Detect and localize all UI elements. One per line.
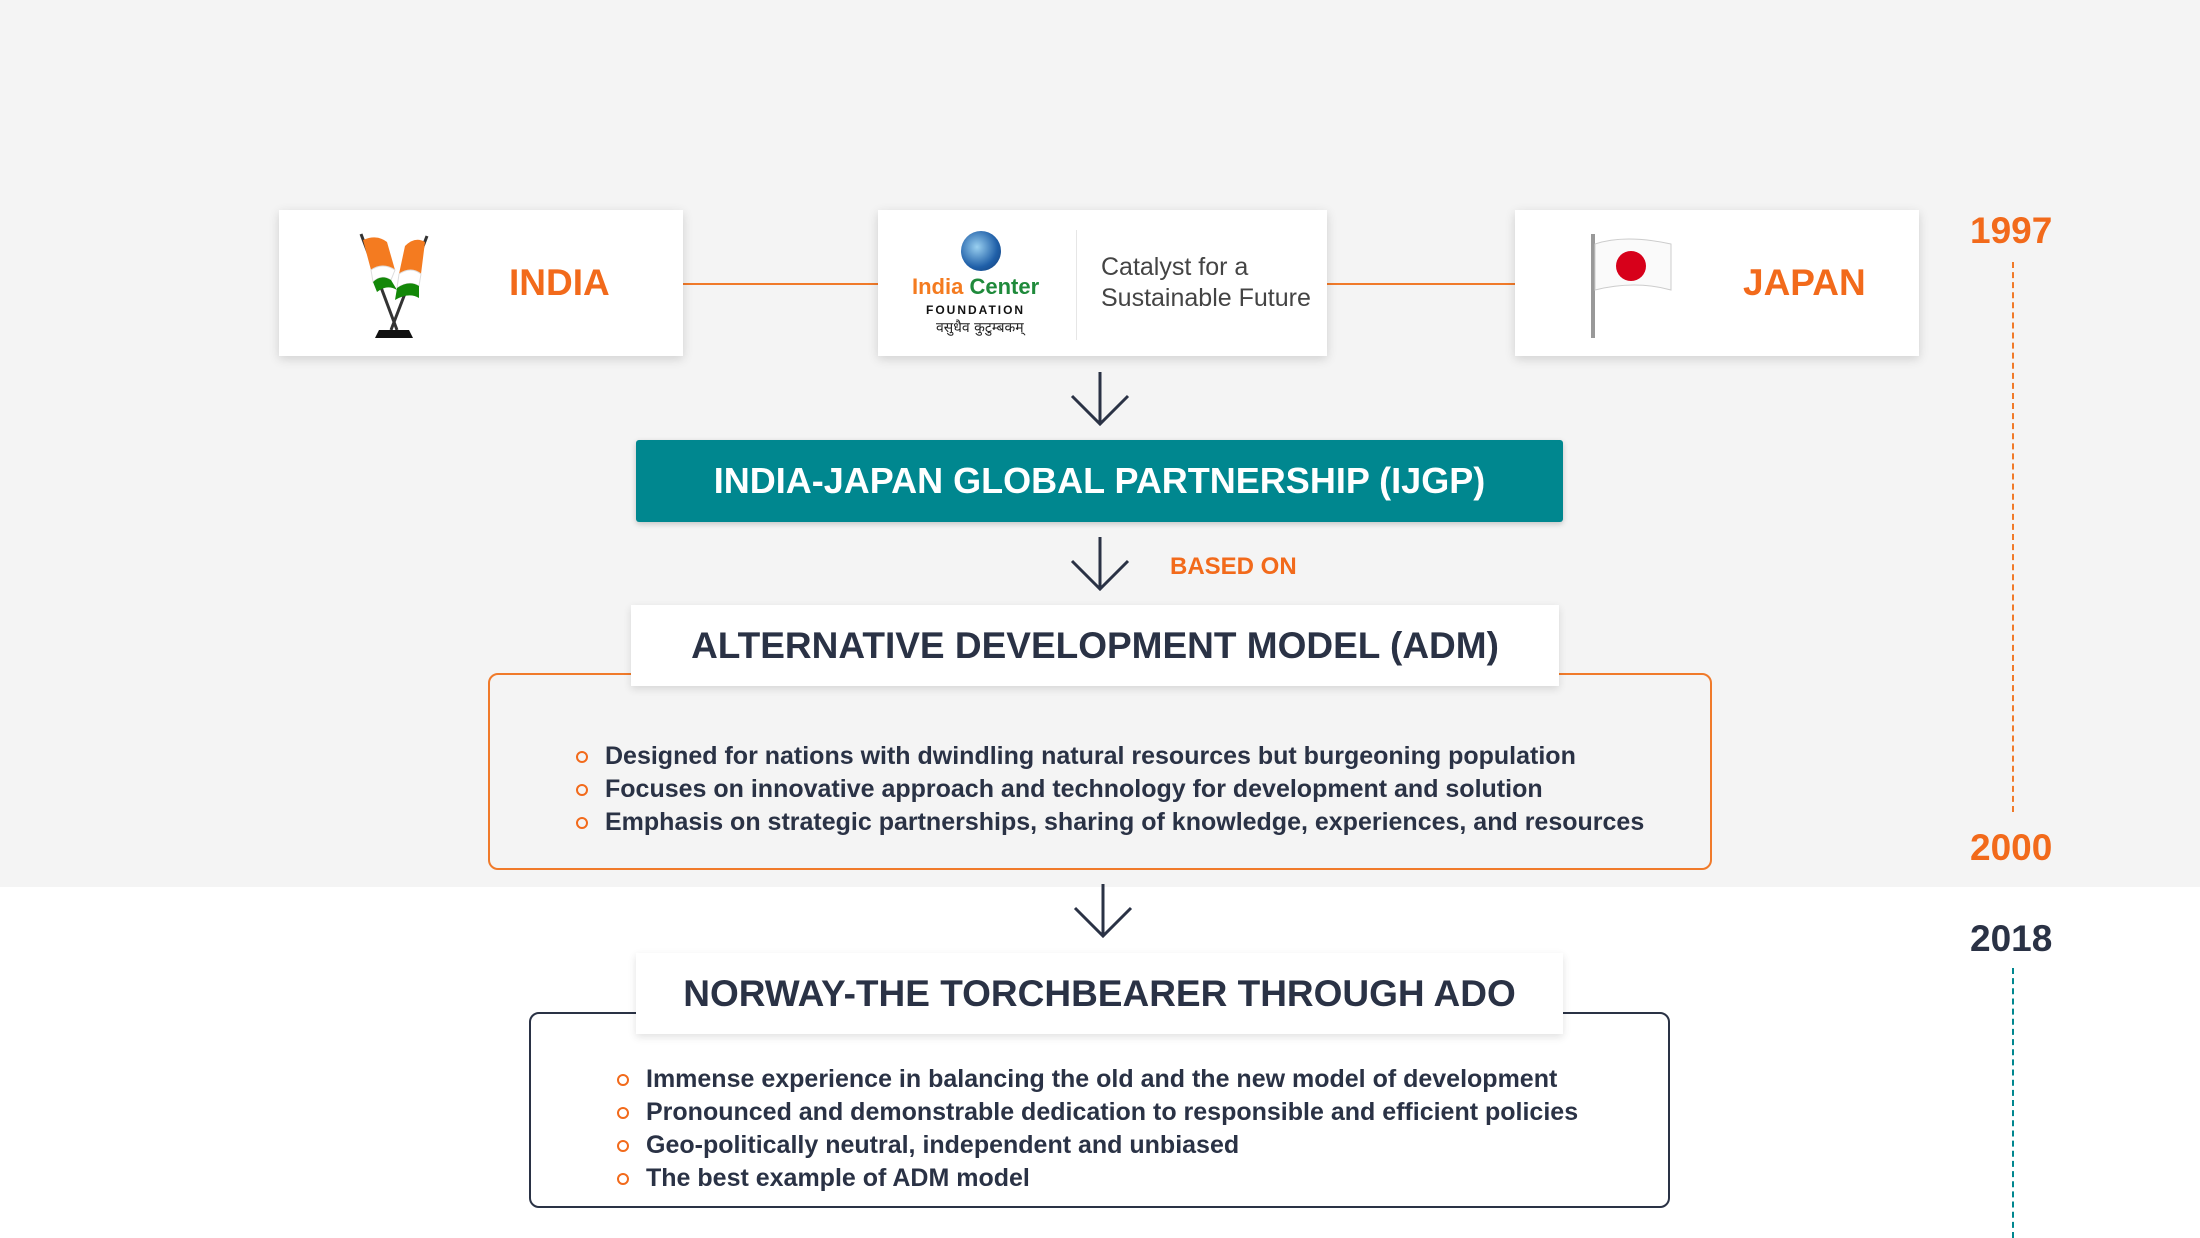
connector-line xyxy=(1327,283,1515,285)
tagline-line-1: Catalyst for a xyxy=(1101,253,1249,281)
india-flags-icon xyxy=(359,233,429,338)
year-2018: 2018 xyxy=(1970,918,2053,959)
logo-subtitle: FOUNDATION xyxy=(926,303,1026,317)
logo-name-part2: Center xyxy=(969,274,1040,299)
japan-flag-icon xyxy=(1591,234,1672,338)
list-item: The best example of ADM model xyxy=(617,1162,1578,1195)
connector-line xyxy=(683,283,878,285)
list-item: Designed for nations with dwindling natu… xyxy=(576,740,1644,773)
bullet-icon xyxy=(617,1073,629,1086)
bullet-icon xyxy=(576,750,588,763)
tagline: Catalyst for a Sustainable Future xyxy=(1101,252,1311,314)
india-center-foundation-card: India Center FOUNDATION वसुधैव कुटुम्बकम… xyxy=(878,210,1327,356)
adm-title: ALTERNATIVE DEVELOPMENT MODEL (ADM) xyxy=(631,605,1559,686)
india-label: INDIA xyxy=(509,262,610,303)
adm-bullet-list: Designed for nations with dwindling natu… xyxy=(576,740,1644,839)
list-item: Focuses on innovative approach and techn… xyxy=(576,773,1644,806)
divider xyxy=(1076,230,1077,340)
japan-card: JAPAN xyxy=(1515,210,1919,356)
bullet-text: Emphasis on strategic partnerships, shar… xyxy=(605,808,1645,836)
bullet-icon xyxy=(576,783,588,796)
japan-label: JAPAN xyxy=(1743,262,1866,303)
timeline-line-teal xyxy=(2012,968,2014,1238)
bullet-icon xyxy=(617,1172,629,1185)
bullet-text: Designed for nations with dwindling natu… xyxy=(605,742,1576,770)
list-item: Immense experience in balancing the old … xyxy=(617,1063,1578,1096)
india-card: INDIA xyxy=(279,210,683,356)
list-item: Geo-politically neutral, independent and… xyxy=(617,1129,1578,1162)
logo-motto: वसुधैव कुटुम्बकम् xyxy=(936,320,1024,336)
bullet-icon xyxy=(576,816,588,829)
bullet-icon xyxy=(617,1139,629,1152)
list-item: Emphasis on strategic partnerships, shar… xyxy=(576,806,1644,839)
down-arrow-icon xyxy=(1070,537,1130,591)
norway-bullet-list: Immense experience in balancing the old … xyxy=(617,1063,1578,1195)
year-2000: 2000 xyxy=(1970,827,2053,868)
bullet-text: Geo-politically neutral, independent and… xyxy=(646,1131,1240,1159)
down-arrow-icon xyxy=(1070,372,1130,426)
timeline-line-orange xyxy=(2012,262,2014,812)
bullet-icon xyxy=(617,1106,629,1119)
logo-name: India Center xyxy=(912,274,1039,300)
ijgp-banner: INDIA-JAPAN GLOBAL PARTNERSHIP (IJGP) xyxy=(636,440,1563,522)
down-arrow-icon xyxy=(1073,884,1133,938)
year-1997: 1997 xyxy=(1970,210,2053,251)
tagline-line-2: Sustainable Future xyxy=(1101,284,1311,312)
bullet-text: Pronounced and demonstrable dedication t… xyxy=(646,1098,1579,1126)
norway-title: NORWAY-THE TORCHBEARER THROUGH ADO xyxy=(636,953,1563,1034)
bullet-text: Immense experience in balancing the old … xyxy=(646,1065,1558,1093)
bullet-text: Focuses on innovative approach and techn… xyxy=(605,775,1543,803)
list-item: Pronounced and demonstrable dedication t… xyxy=(617,1096,1578,1129)
globe-icon xyxy=(961,231,1001,271)
based-on-label: BASED ON xyxy=(1170,553,1297,580)
bullet-text: The best example of ADM model xyxy=(646,1164,1030,1192)
logo-name-part1: India xyxy=(912,274,964,299)
